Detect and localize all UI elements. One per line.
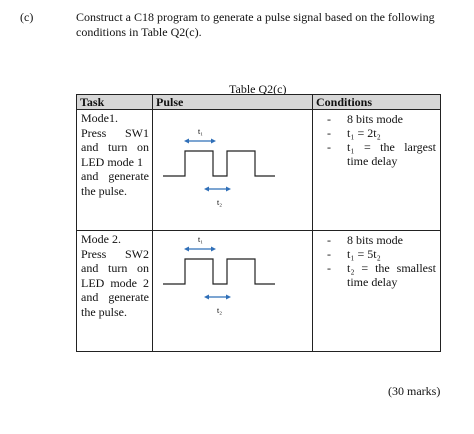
task-cell: Mode 2. Press SW2 and turn on LED mode 2… [76,230,153,352]
question-text: Construct a C18 program to generate a pu… [76,10,435,39]
task-line: Press SW2 [81,246,149,261]
task-line: and generate [81,290,149,304]
task-line: LED mode 2 [81,275,149,290]
t2-arrow [204,186,231,192]
question-label: (c) [20,10,34,24]
pulse-cell: t₁ t₂ [152,230,313,352]
table-header-row: Task Pulse Conditions [76,94,441,110]
conditions-table: Task Pulse Conditions Mode1. Press SW1 a… [76,94,441,352]
pulse-diagram: t₁ t₂ [163,235,275,315]
task-line: the pulse. [81,183,127,198]
task-line: and turn on [81,140,149,154]
t1-arrow [184,246,216,252]
condition-item-continued: time delay [347,275,398,289]
condition-item: t₁ = 2t₂ [327,126,436,140]
t1-label: t₁ [198,235,203,244]
task-line: Press SW1 [81,125,149,140]
t2-label: t₂ [217,198,222,207]
condition-item: 8 bits mode [327,112,436,126]
task-cell: Mode1. Press SW1 and turn on LED mode 1 … [76,109,153,231]
marks-label: (30 marks) [388,384,441,398]
pulse-waveform [163,258,275,285]
task-line: Mode1. [81,111,118,125]
condition-item: t₂ = the smallest [327,261,436,275]
t2-arrow [204,294,231,300]
condition-item-continued: time delay [347,154,398,168]
table-row: Mode1. Press SW1 and turn on LED mode 1 … [76,109,441,231]
conditions-cell: 8 bits mode t₁ = 2t₂ t₁ = the largest ti… [312,109,441,231]
task-line: and generate [81,169,149,183]
conditions-cell: 8 bits mode t₁ = 5t₂ t₂ = the smallest t… [312,230,441,352]
t2-label: t₂ [217,306,222,315]
pulse-diagram: t₁ t₂ [163,127,275,207]
table-row: Mode 2. Press SW2 and turn on LED mode 2… [76,230,441,352]
condition-item: t₁ = 5t₂ [327,247,436,261]
condition-item: t₁ = the largest [327,140,436,154]
condition-item: 8 bits mode [327,233,436,247]
table-caption: Table Q2(c) [229,82,287,96]
task-line: Mode 2. [81,232,121,246]
pulse-cell: t₁ t₂ [152,109,313,231]
task-line: LED mode 1 [81,154,143,169]
task-line: and turn on [81,261,149,275]
header-pulse: Pulse [152,94,313,110]
header-task: Task [76,94,153,110]
pulse-waveform [163,150,275,177]
t1-label: t₁ [198,127,203,136]
header-conditions: Conditions [312,94,441,110]
t1-arrow [184,138,216,144]
task-line: the pulse. [81,304,127,319]
